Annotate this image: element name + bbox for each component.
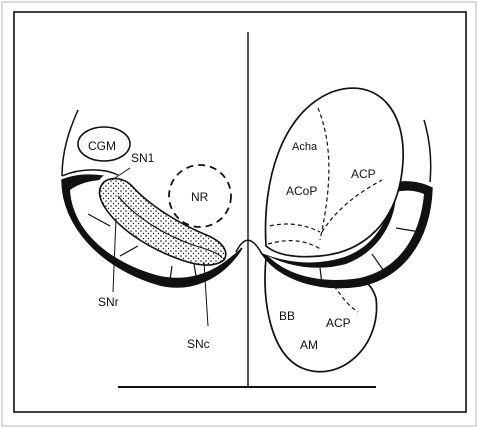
label-snc: SNc bbox=[187, 337, 210, 351]
label-nr: NR bbox=[191, 190, 209, 204]
label-acha: Acha bbox=[292, 141, 318, 153]
label-acp-upper: ACP bbox=[351, 167, 376, 181]
label-cgm: CGM bbox=[88, 139, 116, 153]
label-am: AM bbox=[300, 338, 318, 352]
label-bb: BB bbox=[279, 309, 295, 323]
label-acp-lower: ACP bbox=[326, 316, 351, 330]
label-acop: ACoP bbox=[286, 184, 317, 198]
label-snr: SNr bbox=[98, 295, 119, 309]
label-sn1: SN1 bbox=[131, 151, 155, 165]
